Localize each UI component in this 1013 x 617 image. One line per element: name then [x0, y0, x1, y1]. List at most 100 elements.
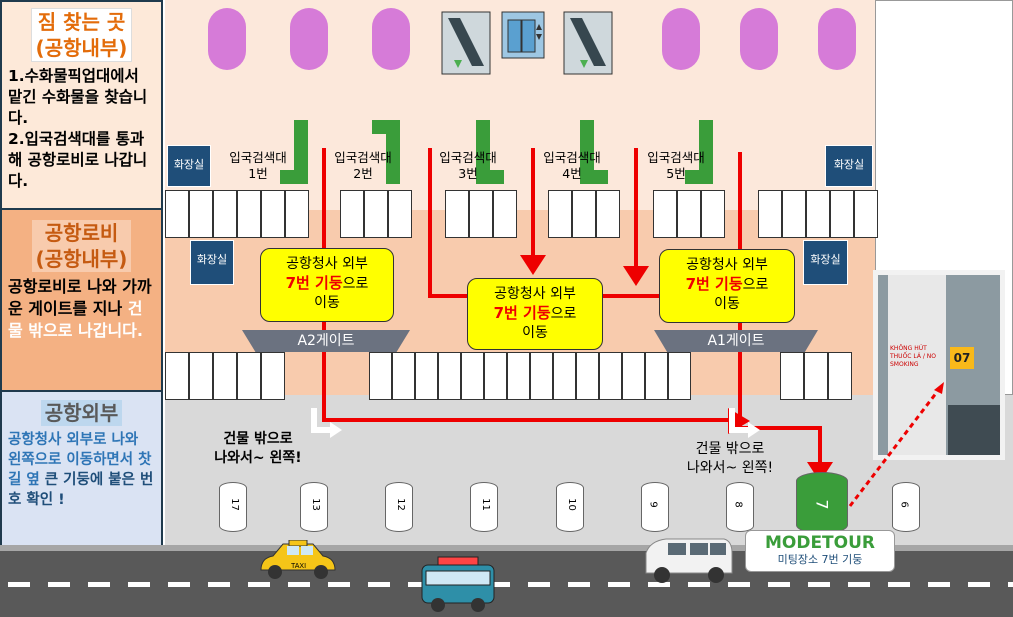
booth [340, 190, 364, 238]
booth [213, 352, 237, 400]
booth [701, 190, 725, 238]
booth [830, 190, 854, 238]
checkpoint-3-line2: 3번 [458, 166, 478, 181]
pillar-7-meeting-point: 7 [796, 472, 848, 534]
turn-arrow-icon [311, 408, 342, 438]
route-arrow-icon [623, 266, 649, 286]
restroom-sign: 화장실 [167, 145, 211, 187]
lane-dash [48, 582, 70, 587]
checkpoint-booths [653, 190, 725, 238]
booth [576, 352, 599, 400]
modetour-meeting-sign: MODETOUR 미팅장소 7번 기둥 [745, 530, 895, 572]
lane-dash [8, 582, 30, 587]
pillar-10: 10 [556, 482, 584, 532]
checkpoint-booths [445, 190, 517, 238]
direction-sign: 공항청사 외부 7번 기둥으로 이동 [260, 248, 394, 322]
sign-line2: 7번 기둥으로 [261, 274, 393, 294]
elevator-icon [501, 11, 545, 59]
panel-baggage-claim: 짐 찾는 곳 (공항내부) 1.수화물픽업대에서 맡긴 수화물을 찾습니다. 2… [0, 0, 163, 210]
booth [782, 190, 806, 238]
lane-dash [568, 582, 590, 587]
lane-dash [928, 582, 950, 587]
panel-lobby-text: 공항로비로 나와 가까운 게이트를 지나 건물 밖으로 나갑니다. [2, 276, 161, 342]
booth [530, 352, 553, 400]
direction-sign: 공항청사 외부 7번 기둥으로 이동 [659, 249, 795, 323]
booth [415, 352, 438, 400]
panel-outside-text-a: 공항청사 외부로 나와 왼쪽으로 이동하면서 찻길 옆 [8, 432, 152, 488]
lane-dash [288, 582, 310, 587]
route-line [322, 418, 732, 422]
panel-baggage-step1: 1.수화물픽업대에서 맡긴 수화물을 찾습니다. [8, 67, 148, 127]
pillar-number: 7 [812, 499, 832, 510]
booth [213, 190, 237, 238]
restroom-sign: 화장실 [825, 145, 873, 187]
pillar-6: 6 [892, 482, 920, 532]
route-line [428, 148, 432, 296]
booth [758, 190, 782, 238]
photo-background [948, 405, 1000, 455]
checkpoint-1-line2: 1번 [248, 166, 268, 181]
sign-line1: 공항청사 외부 [286, 256, 368, 272]
sign-line3: 이동 [714, 296, 740, 312]
lane-dash [768, 582, 790, 587]
booth [668, 352, 691, 400]
route-line [634, 148, 638, 274]
photo-pillar-label: 07 [950, 347, 974, 369]
booth [165, 352, 189, 400]
booth [189, 190, 213, 238]
checkpoint-divider [685, 120, 713, 184]
walk-out-line2: 나와서~ 왼쪽! [214, 450, 302, 466]
panel-outside: 공항외부 공항청사 외부로 나와 왼쪽으로 이동하면서 찻길 옆 큰 기둥에 붙… [0, 390, 163, 548]
turn-arrow-icon [729, 408, 760, 438]
pillar-12: 12 [385, 482, 413, 532]
gate-a2: A2게이트 [242, 330, 410, 352]
panel-lobby-text-a: 공항로비로 나와 가까운 게이트를 지나 [8, 277, 152, 318]
lane-dash [968, 582, 990, 587]
lane-dash [248, 582, 270, 587]
booth [599, 352, 622, 400]
taxi-icon: TAXI [260, 540, 336, 579]
sign-line1: 공항청사 외부 [494, 286, 576, 302]
checkpoint-5-line2: 5번 [666, 166, 686, 181]
panel-lobby-text-b: 건물 밖으로 나갑니다. [8, 299, 143, 340]
checkpoint-2-line2: 2번 [353, 166, 373, 181]
escalator-icon [441, 11, 491, 75]
curb [0, 545, 1013, 551]
checkpoint-divider [372, 120, 400, 184]
lane-dash [168, 582, 190, 587]
panel-baggage-title-line2: (공항내부) [35, 36, 128, 60]
lane-dash [328, 582, 350, 587]
booth [285, 190, 309, 238]
sign-line1: 공항청사 외부 [686, 257, 768, 273]
booth [806, 190, 830, 238]
sign-suffix: 으로 [550, 306, 577, 322]
sign-highlight: 7번 기둥 [685, 275, 743, 293]
checkpoint-2-line1: 입국검색대 [334, 150, 392, 165]
booth [484, 352, 507, 400]
checkpoint-5-line1: 입국검색대 [647, 150, 705, 165]
baggage-carousel [662, 8, 700, 70]
panel-baggage-step2: 2.입국검색대를 통과해 공항로비로 나갑니다. [8, 130, 148, 190]
baggage-carousel [290, 8, 328, 70]
baggage-carousel [818, 8, 856, 70]
lane-dash [88, 582, 110, 587]
checkpoint-booths [758, 190, 878, 238]
booth [572, 190, 596, 238]
modetour-brand: MODETOUR [764, 533, 876, 553]
checkpoint-booths [548, 190, 620, 238]
pillar-photo: KHÔNG HÚT THUỐC LÁ / NO SMOKING 07 [873, 270, 1005, 460]
pillar-11: 11 [470, 482, 498, 532]
route-line [531, 148, 535, 263]
booth [189, 352, 213, 400]
checkpoint-booths [340, 190, 412, 238]
escalator-icon [563, 11, 613, 75]
gate-a1: A1게이트 [654, 330, 818, 352]
route-arrow-icon [520, 255, 546, 275]
photo-pillar [888, 275, 946, 455]
